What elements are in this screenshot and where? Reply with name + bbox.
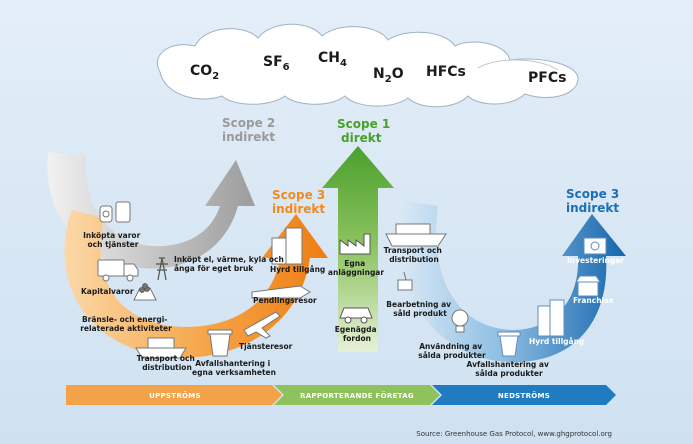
label-bransle: Bränsle- och energi- relaterade aktivite…	[80, 315, 172, 333]
cargo-ship-downstream-icon	[385, 223, 447, 247]
label-franchise: Franchise	[573, 296, 614, 305]
label-bearbetning: Bearbetning av såld produkt	[386, 300, 453, 318]
power-tower-icon	[156, 257, 168, 281]
waste-bin-downstream-icon	[497, 331, 521, 357]
scope3-downstream-title: Scope 3	[566, 187, 619, 201]
company-car-icon	[339, 307, 373, 324]
label-avfall-upstream: Avfallshantering i egna verksamheten	[192, 359, 276, 377]
processing-tool-icon	[397, 271, 413, 291]
label-pendlingsresor: Pendlingsresor	[253, 296, 317, 305]
leased-building-downstream-icon	[537, 299, 565, 337]
gas-pfcs: PFCs	[528, 70, 566, 86]
label-transport-upstream: Transport och distribution	[137, 354, 198, 372]
label-hyrd-upstream: Hyrd tillgång	[270, 265, 325, 274]
scope3-upstream-title: Scope 3	[272, 188, 325, 202]
leased-building-upstream-icon	[271, 227, 303, 265]
scope3-downstream-subtitle: indirekt	[566, 201, 619, 215]
scope1-subtitle: direkt	[341, 131, 382, 145]
gas-ch4: CH4	[318, 50, 347, 69]
commuter-train-icon	[251, 285, 311, 299]
value-chain-band	[66, 385, 616, 405]
label-egenagda-fordon: Egenägda fordon	[335, 325, 379, 343]
label-investeringar: Investeringar	[567, 256, 624, 265]
fuel-coal-icon	[133, 283, 157, 301]
label-inkopt-el: Inköpt el, värme, kyla och ånga för eget…	[174, 255, 286, 273]
label-hyrd-downstream: Hyrd tillgång	[529, 337, 584, 346]
scope2-title: Scope 2	[222, 116, 275, 130]
lightbulb-icon	[451, 309, 469, 333]
label-tjansteresor: Tjänsteresor	[239, 342, 293, 351]
airplane-icon	[243, 311, 281, 339]
franchise-store-icon	[575, 275, 601, 297]
label-inkopta-varor: Inköpta varor och tjänster	[83, 231, 143, 249]
scope3-upstream-subtitle: indirekt	[272, 202, 325, 216]
band-downstream-label: NEDSTRÖMS	[498, 391, 550, 400]
scope1-title: Scope 1	[337, 117, 390, 131]
gas-hfcs: HFCs	[426, 64, 466, 80]
label-avfall-downstream: Avfallshantering av sålda produkter	[467, 360, 552, 378]
gas-cloud	[157, 23, 579, 108]
purchased-goods-icon	[99, 201, 131, 223]
label-anvandning: Användning av sålda produkter	[418, 342, 486, 360]
cargo-ship-upstream-icon	[135, 337, 187, 359]
capital-goods-truck-icon	[97, 259, 139, 282]
waste-bin-upstream-icon	[207, 329, 233, 357]
gas-n2o: N2O	[373, 66, 404, 85]
investments-icon	[583, 237, 607, 255]
gas-co2: CO2	[190, 63, 219, 82]
scope2-subtitle: indirekt	[222, 130, 275, 144]
label-kapitalvaror: Kapitalvaror	[81, 287, 134, 296]
band-upstream-label: UPPSTRÖMS	[149, 391, 201, 400]
label-transport-downstream: Transport och distribution	[384, 246, 445, 264]
gas-sf6: SF6	[263, 54, 290, 73]
band-reporting-label: RAPPORTERANDE FÖRETAG	[300, 391, 414, 400]
factory-icon	[339, 233, 371, 255]
source-credit: Source: Greenhouse Gas Protocol, www.ghg…	[416, 430, 612, 438]
label-egna-anlaggningar: Egna anläggningar	[328, 259, 384, 277]
